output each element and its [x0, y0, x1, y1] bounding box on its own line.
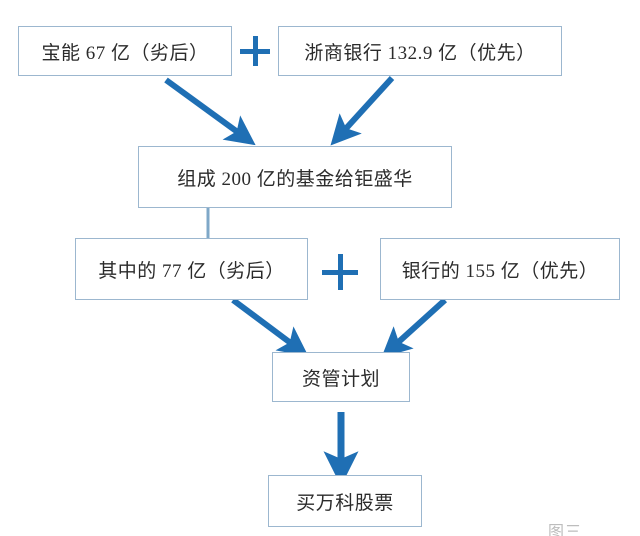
node-bank-155[interactable]: 银行的 155 亿（优先） [380, 238, 620, 300]
plus-operator-middle [322, 254, 358, 290]
edge-inferior77-to-assetplan [231, 297, 309, 357]
node-baoneng[interactable]: 宝能 67 亿（劣后） [18, 26, 232, 76]
node-baoneng-label: 宝能 67 亿（劣后） [41, 42, 209, 64]
edge-zheshangbank-to-fund [330, 75, 395, 146]
node-inferior-77-label: 其中的 77 亿（劣后） [98, 260, 285, 282]
edge-baoneng-to-fund [164, 77, 256, 146]
node-zheshang-bank[interactable]: 浙商银行 132.9 亿（优先） [278, 26, 562, 76]
node-asset-plan[interactable]: 资管计划 [272, 352, 410, 402]
node-bank-155-label: 银行的 155 亿（优先） [401, 260, 599, 282]
node-inferior-77[interactable]: 其中的 77 亿（劣后） [75, 238, 308, 300]
plus-vertical-bar [337, 254, 343, 290]
node-fund-label: 组成 200 亿的基金给钜盛华 [177, 168, 413, 190]
node-fund[interactable]: 组成 200 亿的基金给钜盛华 [138, 146, 452, 208]
node-buy-vanke[interactable]: 买万科股票 [268, 475, 422, 527]
edge-bank155-to-assetplan [381, 297, 448, 358]
node-zheshang-bank-label: 浙商银行 132.9 亿（优先） [304, 42, 536, 64]
node-buy-vanke-label: 买万科股票 [296, 492, 394, 514]
node-asset-plan-label: 资管计划 [301, 368, 380, 390]
plus-operator-top [240, 36, 270, 66]
plus-vertical-bar [252, 36, 258, 66]
figure-caption: 图三 [548, 524, 583, 536]
